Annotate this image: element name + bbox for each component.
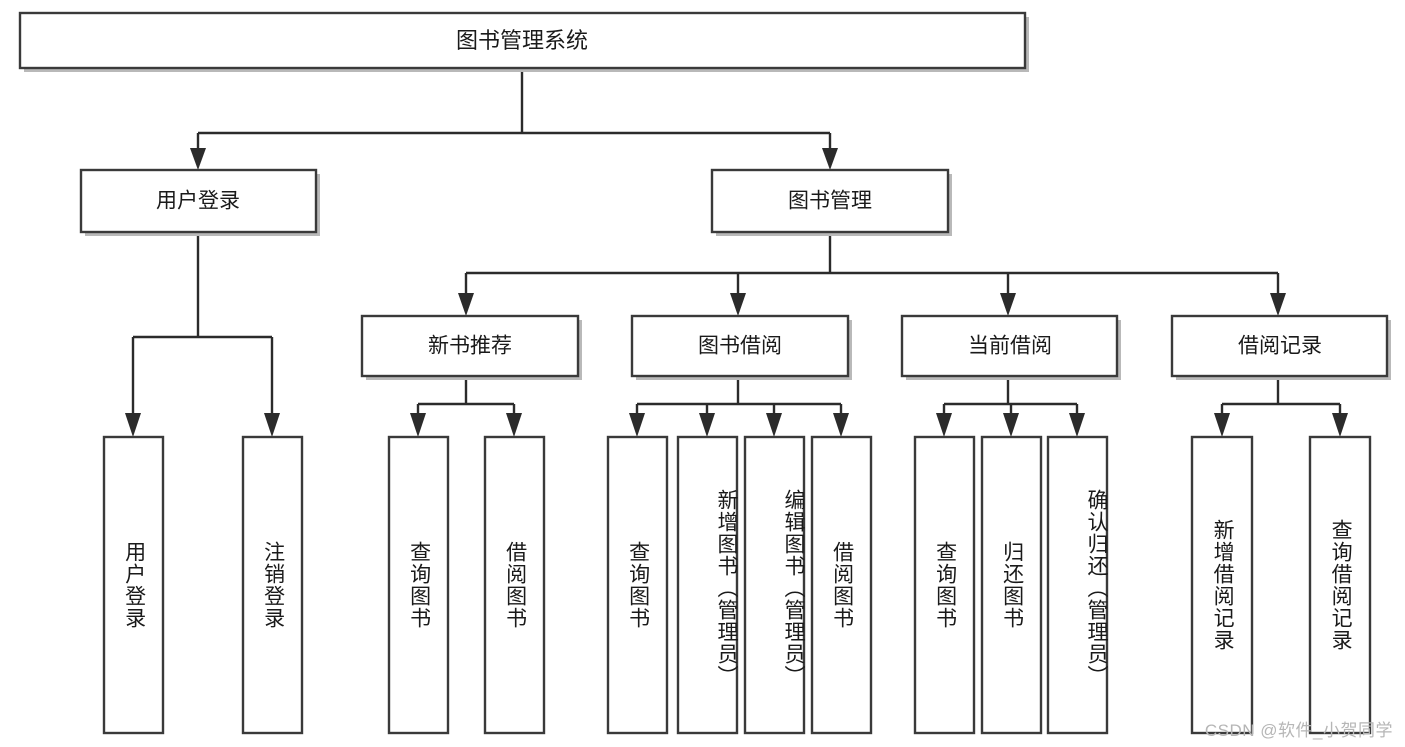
- node-book-borrow-box[interactable]: [630, 314, 850, 378]
- leaf-box-user-login-1[interactable]: [102, 435, 165, 735]
- leaf-box-borrow-record-2[interactable]: [1308, 435, 1372, 735]
- leaf-box-book-borrow-3[interactable]: [743, 435, 806, 735]
- node-root-box[interactable]: [18, 11, 1027, 70]
- leaf-box-current-borrow-3[interactable]: [1046, 435, 1109, 735]
- arrow-current-leaf3-icon: [1069, 413, 1085, 437]
- nodes-layer: 图书管理系统 用户登录 图书管理 新书推荐 图书借阅 当前借阅: [18, 11, 1391, 735]
- arrow-userlogin-leaf1-icon: [125, 413, 141, 437]
- arrow-borrow-leaf4-icon: [833, 413, 849, 437]
- leaf-box-new-book-2[interactable]: [483, 435, 546, 735]
- arrow-userlogin-leaf2-icon: [264, 413, 280, 437]
- arrow-newbook-leaf2-icon: [506, 413, 522, 437]
- node-root-label: 图书管理系统: [456, 28, 588, 53]
- leaf-box-book-borrow-2[interactable]: [676, 435, 739, 735]
- node-user-login-box[interactable]: [79, 168, 318, 234]
- arrow-current-leaf2-icon: [1003, 413, 1019, 437]
- arrow-to-book-manage-icon: [822, 148, 838, 170]
- arrow-current-leaf1-icon: [936, 413, 952, 437]
- leaf-box-book-borrow-4[interactable]: [810, 435, 873, 735]
- arrow-record-leaf2-icon: [1332, 413, 1348, 437]
- node-borrow-record-box[interactable]: [1170, 314, 1389, 378]
- node-new-book-box[interactable]: [360, 314, 580, 378]
- node-book-manage-label: 图书管理: [788, 190, 872, 213]
- leaf-box-new-book-1[interactable]: [387, 435, 450, 735]
- leaf-box-current-borrow-2[interactable]: [980, 435, 1043, 735]
- arrow-record-leaf1-icon: [1214, 413, 1230, 437]
- node-user-login-label: 用户登录: [156, 190, 240, 213]
- leaf-box-book-borrow-1[interactable]: [606, 435, 669, 735]
- arrow-to-user-login-icon: [190, 148, 206, 170]
- node-current-borrow-label: 当前借阅: [968, 335, 1052, 358]
- arrow-level3-1-icon: [458, 293, 474, 316]
- node-book-borrow-label: 图书借阅: [698, 335, 782, 358]
- arrow-level3-3-icon: [1000, 293, 1016, 316]
- arrow-level3-2-icon: [730, 293, 746, 316]
- node-current-borrow-box[interactable]: [900, 314, 1119, 378]
- leaf-box-current-borrow-1[interactable]: [913, 435, 976, 735]
- arrow-borrow-leaf2-icon: [699, 413, 715, 437]
- leaf-box-user-login-2[interactable]: [241, 435, 304, 735]
- node-new-book-label: 新书推荐: [428, 335, 512, 358]
- node-book-manage-box[interactable]: [710, 168, 950, 234]
- node-borrow-record-label: 借阅记录: [1238, 335, 1322, 358]
- arrow-borrow-leaf3-icon: [766, 413, 782, 437]
- edges-layer: [125, 68, 1348, 437]
- arrow-level3-4-icon: [1270, 293, 1286, 316]
- arrow-newbook-leaf1-icon: [410, 413, 426, 437]
- leaf-box-borrow-record-1[interactable]: [1190, 435, 1254, 735]
- arrow-borrow-leaf1-icon: [629, 413, 645, 437]
- watermark-label: CSDN @软件_小贺同学: [1204, 721, 1393, 740]
